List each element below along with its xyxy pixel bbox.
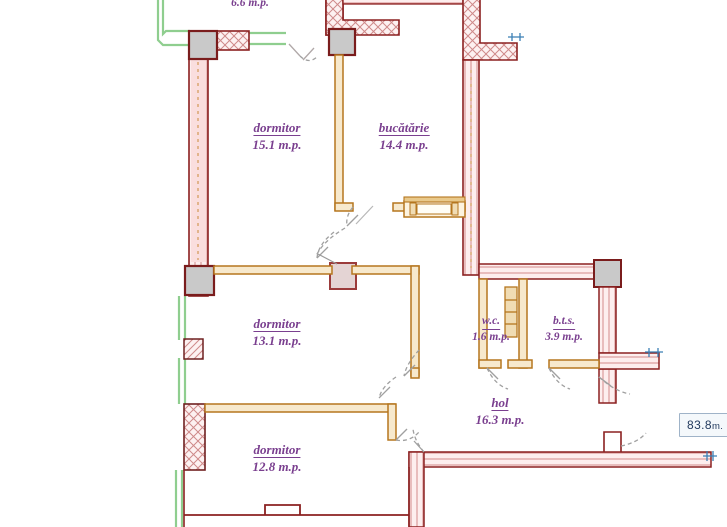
total-area-unit: m. [711, 421, 724, 432]
room-area: 15.1 m.p. [252, 137, 302, 153]
total-area-badge: 83.8m. [679, 413, 727, 437]
room-area: 1.6 m.p. [472, 330, 510, 343]
room-area: 14.4 m.p. [379, 137, 429, 153]
room-name: w.c. [481, 315, 501, 330]
room-label-dormitor-3: dormitor 12.8 m.p. [252, 442, 301, 475]
room-label-dormitor-1: dormitor 15.1 m.p. [252, 120, 301, 153]
room-label-bucatarie: bucătărie 14.4 m.p. [378, 120, 430, 153]
room-area: 6.6 m.p. [231, 0, 269, 9]
room-label-hol: hol 16.3 m.p. [475, 395, 524, 428]
room-name: hol [491, 395, 509, 412]
kitchen-counter-fixture [403, 196, 466, 218]
room-name: dormitor [253, 120, 301, 137]
room-label-dormitor-2: dormitor 13.1 m.p. [252, 316, 301, 349]
room-label-wc: w.c. 1.6 m.p. [472, 315, 510, 344]
room-area: 16.3 m.p. [475, 412, 525, 428]
room-name: b.t.s. [552, 315, 576, 330]
room-name: bucătărie [378, 120, 430, 137]
total-area-value: 83.8 [687, 418, 712, 432]
room-name: dormitor [253, 316, 301, 333]
room-area: 12.8 m.p. [252, 459, 302, 475]
room-label-bts: b.t.s. 3.9 m.p. [545, 315, 583, 344]
structural-columns [183, 27, 357, 297]
room-label-balcon-top: 6.6 m.p. [231, 0, 269, 11]
door-swings [288, 43, 647, 453]
leader-line [317, 205, 374, 265]
dimension-markers [508, 33, 717, 461]
room-area: 13.1 m.p. [252, 333, 302, 349]
wc-door-frame [504, 286, 518, 338]
room-area: 3.9 m.p. [545, 330, 583, 343]
interior-walls [204, 54, 600, 441]
room-name: dormitor [253, 442, 301, 459]
